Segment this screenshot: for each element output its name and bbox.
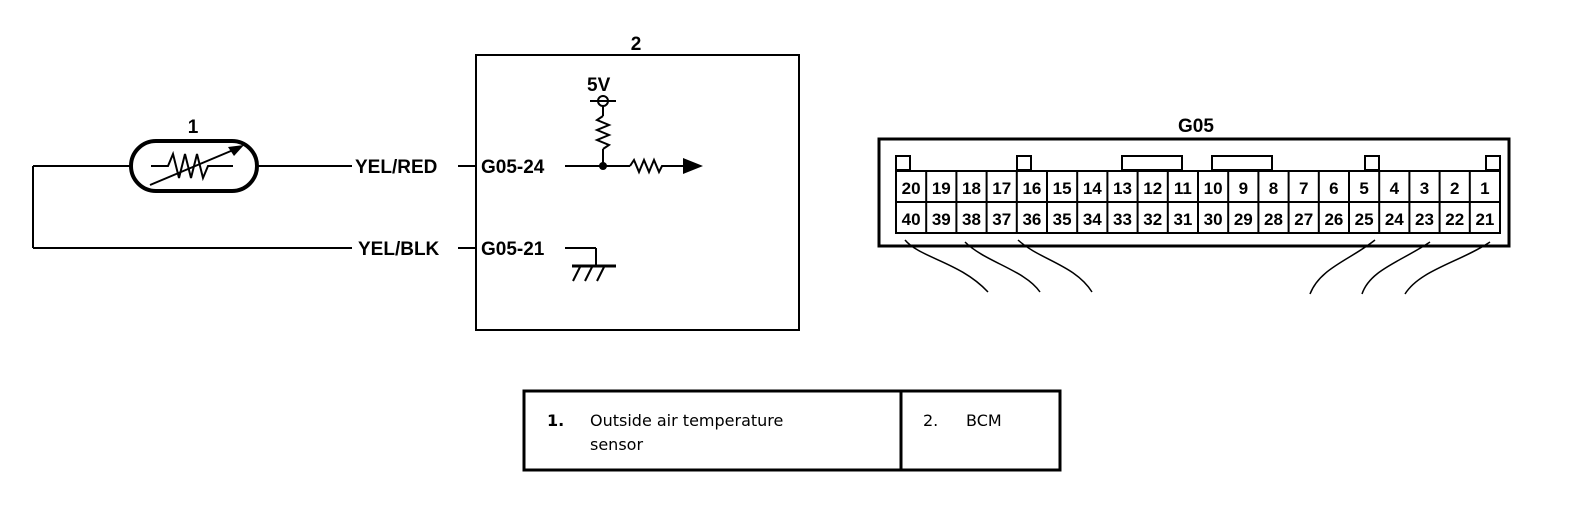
- connector-name: G05: [1178, 116, 1214, 137]
- pin-row-1-pin-6: 6: [1329, 179, 1338, 198]
- pullup-circuit: 5V: [565, 75, 703, 175]
- component-2-number: 2: [631, 34, 642, 55]
- pin-row-2-pin-38: 38: [962, 210, 981, 229]
- pin-row-1-pin-12: 12: [1143, 179, 1162, 198]
- component-1-number: 1: [188, 117, 199, 138]
- pin-row-2-pin-33: 33: [1113, 210, 1132, 229]
- pin-row-1-pin-5: 5: [1359, 179, 1368, 198]
- pin-row-2-pin-39: 39: [932, 210, 951, 229]
- legend-item-1-line-1: Outside air temperature: [590, 411, 783, 430]
- pin-row-1-pin-7: 7: [1299, 179, 1308, 198]
- pin-g05-24-label: G05-24: [481, 157, 545, 178]
- pin-row-1-pin-19: 19: [932, 179, 951, 198]
- pin-row-1-pin-18: 18: [962, 179, 981, 198]
- supply-voltage-label: 5V: [587, 75, 611, 96]
- legend-item-1-line-2: sensor: [590, 435, 643, 454]
- pin-row-2-pin-35: 35: [1053, 210, 1072, 229]
- pin-row-2-pin-37: 37: [992, 210, 1011, 229]
- pin-row-2-pin-26: 26: [1324, 210, 1343, 229]
- pin-row-2-pin-24: 24: [1385, 210, 1404, 229]
- wire-yel-red-label: YEL/RED: [355, 157, 437, 178]
- pin-row-1-pin-4: 4: [1390, 179, 1400, 198]
- ground-symbol: [565, 247, 616, 282]
- pin-row-1-pin-1: 1: [1480, 179, 1489, 198]
- pin-row-1-pin-14: 14: [1083, 179, 1102, 198]
- pin-row-2-pin-36: 36: [1022, 210, 1041, 229]
- legend-item-2-number: 2.: [923, 411, 938, 430]
- thermistor-sensor-symbol: [129, 139, 259, 193]
- pin-row-2-pin-40: 40: [902, 210, 921, 229]
- pin-row-2-pin-27: 27: [1294, 210, 1313, 229]
- pin-row-2-pin-21: 21: [1475, 210, 1494, 229]
- pin-row-1-pin-13: 13: [1113, 179, 1132, 198]
- bcm-box: [475, 54, 800, 331]
- pin-row-1-pin-10: 10: [1204, 179, 1223, 198]
- pin-row-1-pin-8: 8: [1269, 179, 1278, 198]
- legend-table: 1. Outside air temperature sensor 2. BCM: [522, 389, 1062, 472]
- pin-row-2-pin-22: 22: [1445, 210, 1464, 229]
- legend-item-2-label: BCM: [966, 411, 1002, 430]
- pin-row-1-pin-9: 9: [1239, 179, 1248, 198]
- wire-yel-blk-label: YEL/BLK: [358, 239, 440, 260]
- pin-row-1-pin-11: 11: [1174, 179, 1192, 198]
- pin-row-1-pin-15: 15: [1053, 179, 1072, 198]
- pin-row-1-pin-20: 20: [902, 179, 921, 198]
- pin-row-1-pin-3: 3: [1420, 179, 1429, 198]
- pin-row-1-pin-2: 2: [1450, 179, 1459, 198]
- pin-row-2-pin-29: 29: [1234, 210, 1253, 229]
- pin-row-2-pin-28: 28: [1264, 210, 1283, 229]
- pin-g05-21-label: G05-21: [481, 239, 545, 260]
- pin-row-2-pin-30: 30: [1204, 210, 1223, 229]
- pin-row-1-pin-16: 16: [1022, 179, 1041, 198]
- pin-row-2-pin-32: 32: [1143, 210, 1162, 229]
- pin-row-2-pin-23: 23: [1415, 210, 1434, 229]
- legend-item-1-number: 1.: [547, 411, 564, 430]
- pin-row-2-pin-25: 25: [1355, 210, 1374, 229]
- pin-row-2-pin-34: 34: [1083, 210, 1102, 229]
- pin-row-1-pin-17: 17: [992, 179, 1011, 198]
- wire-loop: [32, 165, 352, 249]
- pin-row-2-pin-31: 31: [1173, 210, 1192, 229]
